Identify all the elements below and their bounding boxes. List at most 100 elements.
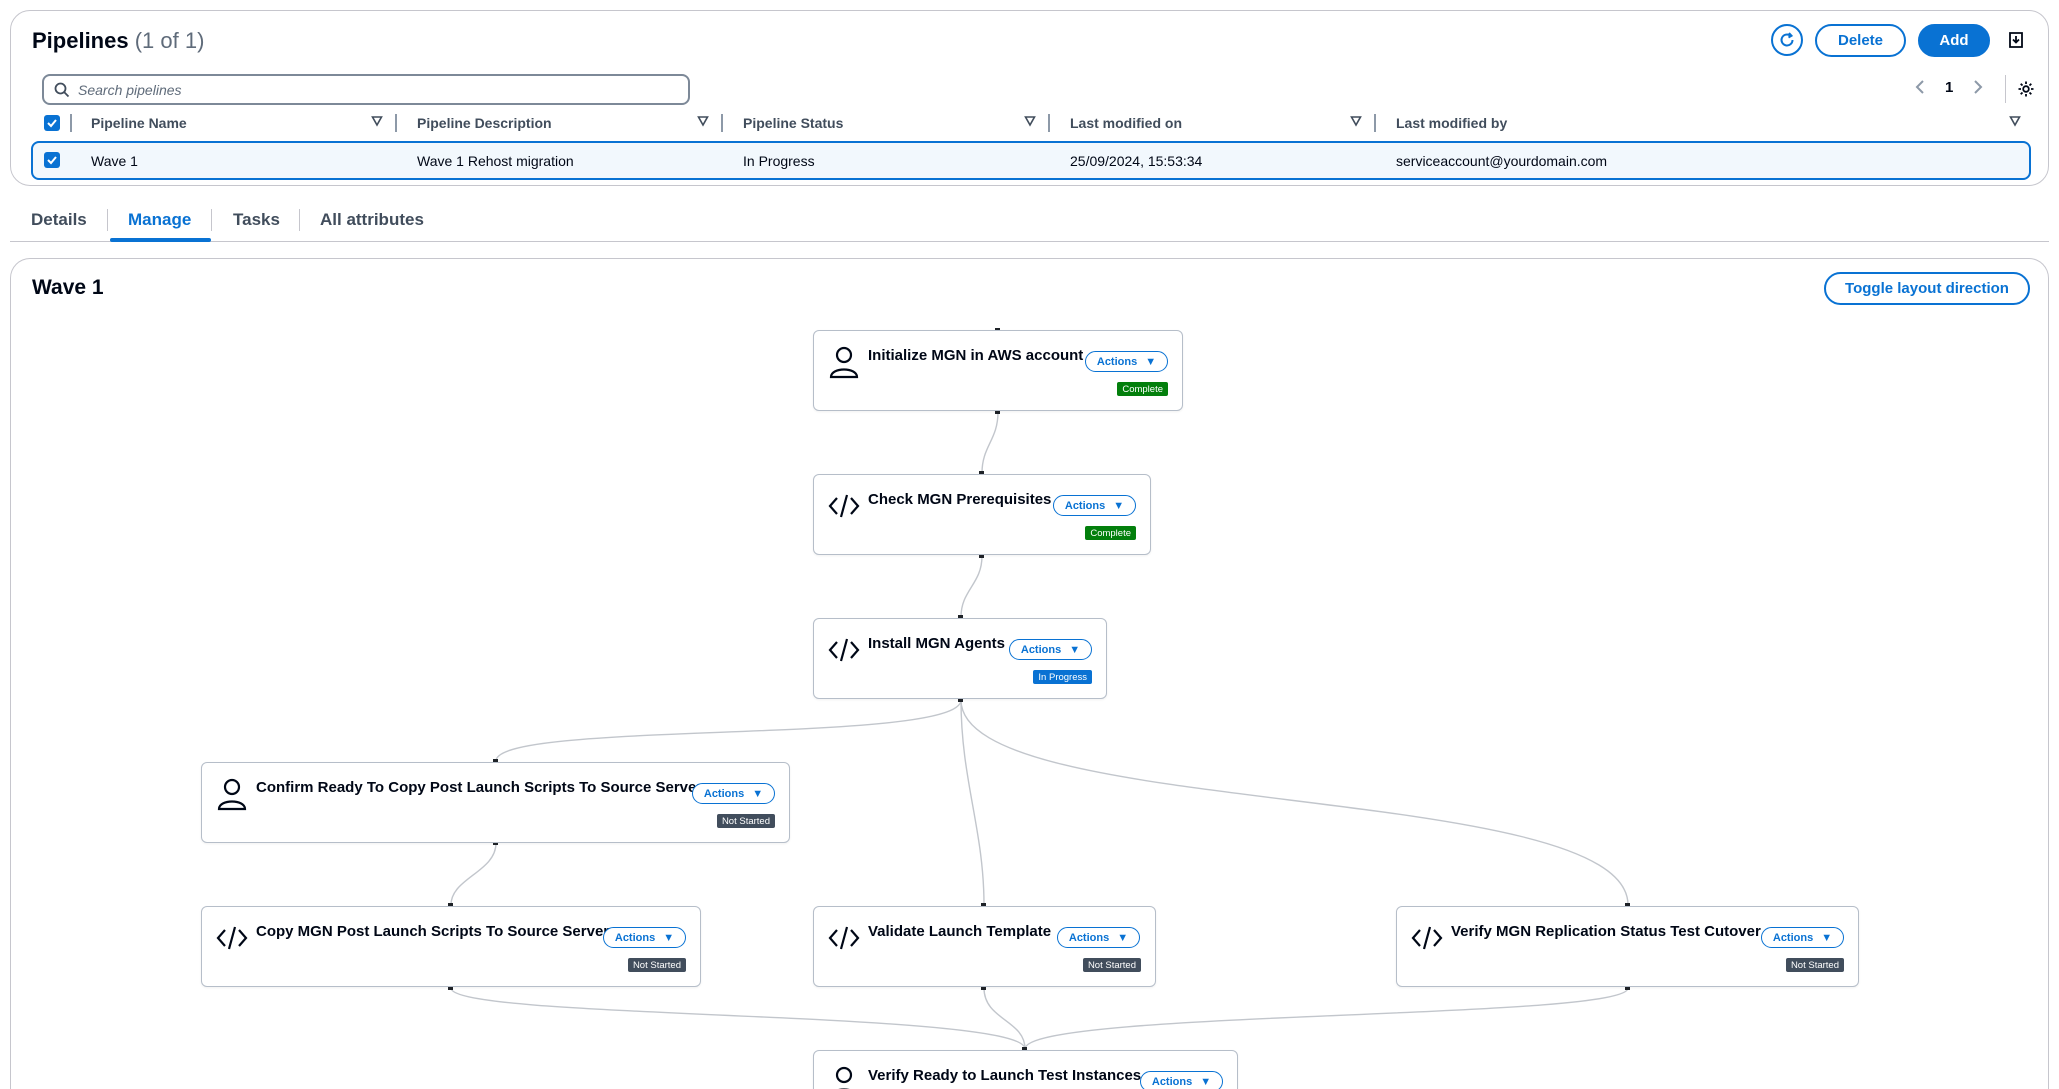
sort-icon[interactable] (2009, 115, 2021, 127)
tab-divider (107, 209, 108, 231)
task-title: Verify MGN Replication Status Test Cutov… (1451, 923, 1761, 940)
column-header-pipeline-description[interactable]: Pipeline Description (417, 115, 552, 131)
task-node[interactable]: Verify MGN Replication Status Test Cutov… (1396, 906, 1859, 987)
column-header-last-modified-on[interactable]: Last modified on (1070, 115, 1182, 131)
wave-title: Wave 1 (32, 276, 104, 299)
caret-down-icon: ▼ (1821, 931, 1833, 944)
column-header-last-modified-by[interactable]: Last modified by (1396, 115, 1508, 131)
task-title: Check MGN Prerequisites (868, 491, 1052, 508)
export-button[interactable] (2004, 28, 2028, 52)
status-badge: Complete (1085, 526, 1136, 540)
sort-icon[interactable] (697, 115, 709, 127)
status-badge: Not Started (716, 814, 775, 828)
caret-down-icon: ▼ (663, 931, 675, 944)
task-node[interactable]: Check MGN Prerequisites Actions ▼ Complet… (813, 474, 1151, 555)
column-header-pipeline-name[interactable]: Pipeline Name (91, 115, 187, 131)
column-divider[interactable] (1374, 114, 1376, 132)
status-badge: Complete (1117, 382, 1168, 396)
task-title: Confirm Ready To Copy Post Launch Script… (256, 779, 711, 796)
add-button[interactable]: Add (1918, 24, 1990, 57)
sort-icon[interactable] (371, 115, 383, 127)
column-divider[interactable] (1048, 114, 1050, 132)
status-badge: In Progress (1033, 670, 1092, 684)
task-title: Install MGN Agents (868, 635, 1005, 652)
column-header-pipeline-status[interactable]: Pipeline Status (743, 115, 844, 131)
delete-button[interactable]: Delete (1815, 24, 1906, 57)
actions-label: Actions (1020, 643, 1062, 656)
select-all-checkbox[interactable] (44, 115, 60, 131)
task-title: Verify Ready to Launch Test Instances (868, 1067, 1142, 1084)
caret-down-icon: ▼ (1200, 1075, 1212, 1088)
actions-button[interactable]: Actions ▼ (1057, 927, 1140, 948)
code-icon (216, 926, 248, 950)
gear-icon (2018, 81, 2034, 97)
toggle-layout-button[interactable]: Toggle layout direction (1824, 272, 2030, 305)
task-title: Validate Launch Template (868, 923, 1052, 940)
task-node[interactable]: Confirm Ready To Copy Post Launch Script… (201, 762, 790, 843)
task-node[interactable]: Verify Ready to Launch Test Instances Ac… (813, 1050, 1238, 1089)
tab-divider (211, 209, 212, 231)
actions-label: Actions (1772, 931, 1814, 944)
actions-button[interactable]: Actions▼ (1085, 351, 1168, 372)
tab-tasks[interactable]: Tasks (233, 210, 280, 229)
user-icon (217, 778, 247, 811)
task-node[interactable]: Copy MGN Post Launch Scripts To Source S… (201, 906, 701, 987)
pipelines-title: Pipelines (32, 28, 129, 53)
table-row[interactable]: Wave 1 Wave 1 Rehost migration In Progre… (31, 141, 2031, 180)
pipelines-heading: Pipelines (1 of 1) (32, 28, 204, 54)
actions-button[interactable]: Actions▼ (1140, 1071, 1223, 1089)
column-divider[interactable] (70, 114, 72, 132)
tab-manage[interactable]: Manage (128, 210, 192, 229)
refresh-button[interactable] (1771, 24, 1803, 56)
row-checkbox[interactable] (44, 152, 60, 168)
user-icon (829, 346, 859, 379)
cell-last-modified-on: 25/09/2024, 15:53:34 (1070, 152, 1203, 169)
chevron-right-icon[interactable] (1967, 77, 1987, 97)
task-node[interactable]: Validate Launch Template Actions▼ Not St… (813, 906, 1156, 987)
code-icon (828, 926, 860, 950)
search-icon (54, 82, 70, 97)
sort-icon[interactable] (1024, 115, 1036, 127)
refresh-icon (1780, 32, 1794, 47)
task-title: Initialize MGN in AWS account (868, 347, 1084, 364)
actions-button[interactable]: Actions ▼ (1761, 927, 1844, 948)
actions-label: Actions (614, 931, 656, 944)
caret-down-icon: ▼ (1145, 355, 1157, 368)
caret-down-icon: ▼ (1117, 931, 1129, 944)
cell-pipeline-description: Wave 1 Rehost migration (417, 152, 574, 169)
actions-label: Actions (1068, 931, 1110, 944)
tab-details[interactable]: Details (31, 210, 87, 229)
tab-divider (299, 209, 300, 231)
chevron-left-icon[interactable] (1911, 77, 1931, 97)
actions-button[interactable]: Actions ▼ (603, 927, 686, 948)
caret-down-icon: ▼ (752, 787, 764, 800)
check-icon (47, 119, 57, 128)
page-number[interactable]: 1 (1945, 78, 1954, 96)
download-icon (2009, 32, 2023, 48)
actions-label: Actions (1064, 499, 1106, 512)
code-icon (828, 638, 860, 662)
search-box (42, 74, 690, 105)
caret-down-icon: ▼ (1113, 499, 1125, 512)
preferences-button[interactable] (2014, 77, 2038, 101)
search-input[interactable] (78, 81, 658, 98)
cell-pipeline-status: In Progress (743, 152, 815, 169)
caret-down-icon: ▼ (1069, 643, 1081, 656)
column-divider[interactable] (395, 114, 397, 132)
status-badge: Not Started (1785, 958, 1844, 972)
actions-button[interactable]: Actions ▼ (692, 783, 775, 804)
actions-label: Actions (703, 787, 745, 800)
sort-icon[interactable] (1350, 115, 1362, 127)
table-header: Pipeline Name Pipeline Description Pipel… (31, 110, 2031, 136)
tab-all-attributes[interactable]: All attributes (320, 210, 424, 229)
task-node[interactable]: Initialize MGN in AWS account Actions▼ C… (813, 330, 1183, 411)
task-node[interactable]: Install MGN Agents Actions ▼ In Progress (813, 618, 1107, 699)
actions-button[interactable]: Actions ▼ (1009, 639, 1092, 660)
code-icon (1411, 926, 1443, 950)
user-icon (835, 1066, 853, 1089)
actions-button[interactable]: Actions ▼ (1053, 495, 1136, 516)
pagination: 1 (1911, 77, 1987, 97)
detail-tabs: Details Manage Tasks All attributes (10, 198, 2049, 242)
status-badge: Not Started (627, 958, 686, 972)
column-divider[interactable] (721, 114, 723, 132)
